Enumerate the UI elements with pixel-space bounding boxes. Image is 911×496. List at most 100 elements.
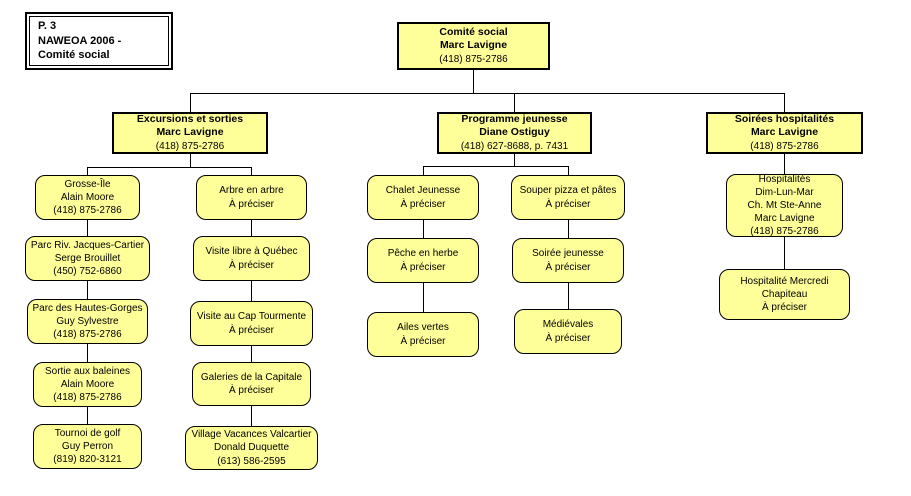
connector-line <box>784 154 785 174</box>
committee-title: Comité social <box>38 49 110 62</box>
node-phone: (418) 875-2786 <box>750 226 819 238</box>
node-grosse-ile: Grosse-Île Alain Moore (418) 875-2786 <box>35 175 140 220</box>
node-status: À préciser <box>761 302 807 314</box>
connector-line <box>87 167 252 168</box>
connector-line <box>251 406 252 426</box>
node-title: Galeries de la Capitale <box>200 371 303 383</box>
node-title: Sortie aux baleines <box>44 365 131 377</box>
node-place: Chapiteau <box>761 288 808 300</box>
event-title: NAWEOA 2006 - <box>38 34 122 47</box>
node-place: Ch. Mt Ste-Anne <box>747 199 822 211</box>
node-person: Marc Lavigne <box>754 213 815 225</box>
node-galeries-de-la-capitale: Galeries de la Capitale À préciser <box>192 362 311 406</box>
node-status: À préciser <box>400 335 446 347</box>
node-village-vacances-valcartier: Village Vacances Valcartier Donald Duque… <box>185 426 318 470</box>
connector-line <box>423 220 424 238</box>
node-title: Visite au Cap Tourmente <box>196 311 307 323</box>
node-parc-riv-jacques-cartier: Parc Riv. Jacques-Cartier Serge Brouille… <box>25 236 150 281</box>
node-status: À préciser <box>228 324 274 336</box>
node-person: Serge Brouillet <box>54 252 121 264</box>
node-hospitalites: Hospitalités Dim-Lun-Mar Ch. Mt Ste-Anne… <box>726 174 843 237</box>
node-title: Médiévales <box>542 319 594 331</box>
node-title: Soirées hospitalités <box>734 112 835 125</box>
node-title: Hospitalité Mercredi <box>740 275 829 287</box>
connector-line <box>190 154 191 167</box>
node-phone: (418) 875-2786 <box>53 205 122 217</box>
node-status: À préciser <box>545 198 591 210</box>
node-person: Diane Ostiguy <box>479 126 550 139</box>
node-title: Comité social <box>439 25 508 38</box>
connector-line <box>473 70 474 93</box>
node-title: Ailes vertes <box>397 322 449 334</box>
node-phone: (418) 627-8688, p. 7431 <box>460 141 569 153</box>
node-medievales: Médiévales À préciser <box>514 309 622 354</box>
node-status: À préciser <box>228 259 274 271</box>
node-person: Guy Sylvestre <box>56 315 119 327</box>
connector-line <box>251 220 252 236</box>
connector-line <box>87 344 88 362</box>
node-phone: (418) 875-2786 <box>155 141 225 153</box>
node-status: À préciser <box>400 198 446 210</box>
node-title: Programme jeunesse <box>461 112 568 125</box>
node-phone: (418) 875-2786 <box>53 329 122 341</box>
node-phone: (613) 586-2595 <box>217 455 286 467</box>
node-phone: (418) 875-2786 <box>750 141 819 153</box>
node-sortie-aux-baleines: Sortie aux baleines Alain Moore (418) 87… <box>33 362 142 407</box>
node-person: Donald Duquette <box>213 442 290 454</box>
node-excursions-et-sorties: Excursions et sorties Marc Lavigne (418)… <box>112 112 268 154</box>
node-person: Guy Perron <box>61 440 114 452</box>
page-title-inner: P. 3 NAWEOA 2006 - Comité social <box>29 16 169 66</box>
connector-line <box>423 166 424 175</box>
node-person: Marc Lavigne <box>439 39 508 52</box>
connector-line <box>568 166 569 175</box>
connector-line <box>87 407 88 424</box>
node-person: Alain Moore <box>60 191 115 203</box>
node-souper-pizza-et-pates: Souper pizza et pâtes À préciser <box>511 175 625 220</box>
connector-line <box>87 167 88 175</box>
node-hospitalite-mercredi: Hospitalité Mercredi Chapiteau À précise… <box>719 269 850 320</box>
connector-line <box>423 166 568 167</box>
node-title: Grosse-Île <box>64 178 111 190</box>
node-person: Marc Lavigne <box>750 126 819 139</box>
node-status: À préciser <box>400 261 446 273</box>
node-title: Arbre en arbre <box>219 185 284 197</box>
node-title: Chalet Jeunesse <box>385 185 461 197</box>
connector-line <box>514 154 515 166</box>
connector-line <box>568 283 569 309</box>
node-phone: (418) 875-2786 <box>439 54 508 66</box>
node-phone: (819) 820-3121 <box>53 454 122 466</box>
node-chalet-jeunesse: Chalet Jeunesse À préciser <box>367 175 479 220</box>
node-person: Alain Moore <box>60 378 115 390</box>
connector-line <box>514 93 515 112</box>
node-programme-jeunesse: Programme jeunesse Diane Ostiguy (418) 6… <box>437 112 592 154</box>
node-visite-au-cap-tourmente: Visite au Cap Tourmente À préciser <box>190 301 313 346</box>
node-parc-des-hautes-gorges: Parc des Hautes-Gorges Guy Sylvestre (41… <box>27 299 148 344</box>
node-peche-en-herbe: Pêche en herbe À préciser <box>367 238 479 283</box>
node-title: Tournoi de golf <box>54 427 121 439</box>
connector-line <box>87 281 88 299</box>
node-title: Visite libre à Québec <box>205 246 298 258</box>
node-ailes-vertes: Ailes vertes À préciser <box>367 312 479 357</box>
connector-line <box>423 283 424 312</box>
node-title: Hospitalités <box>758 173 811 185</box>
node-comite-social: Comité social Marc Lavigne (418) 875-278… <box>397 22 550 70</box>
node-title: Parc des Hautes-Gorges <box>32 302 143 314</box>
node-visite-libre-a-quebec: Visite libre à Québec À préciser <box>193 236 310 281</box>
node-title: Pêche en herbe <box>387 248 459 260</box>
connector-line <box>568 220 569 238</box>
node-title: Parc Riv. Jacques-Cartier <box>30 239 145 251</box>
connector-line <box>190 93 191 112</box>
node-status: À préciser <box>228 385 274 396</box>
node-title: Excursions et sorties <box>136 112 244 125</box>
node-phone: (418) 875-2786 <box>53 392 122 404</box>
node-phone: (450) 752-6860 <box>53 266 122 278</box>
connector-line <box>784 237 785 269</box>
connector-line <box>784 93 785 112</box>
node-title: Souper pizza et pâtes <box>519 185 617 197</box>
node-soiree-jeunesse: Soirée jeunesse À préciser <box>512 238 624 283</box>
node-tournoi-de-golf: Tournoi de golf Guy Perron (819) 820-312… <box>33 424 142 469</box>
node-status: À préciser <box>545 261 591 273</box>
node-days: Dim-Lun-Mar <box>755 186 814 198</box>
connector-line <box>251 167 252 175</box>
